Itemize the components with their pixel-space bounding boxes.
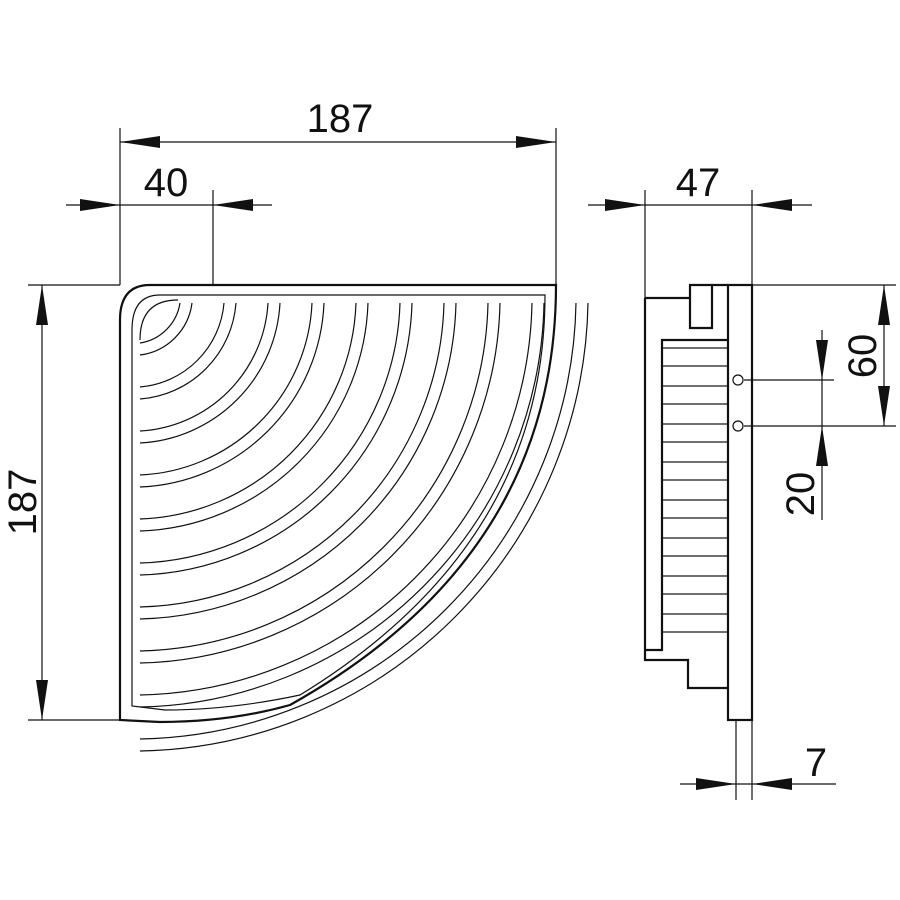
plan-slat-edge [139, 302, 313, 476]
dim-right-lower: 20 [744, 330, 834, 520]
plan-slat-edge [139, 302, 501, 664]
plan-slats [139, 302, 589, 752]
plan-slat-edge [139, 302, 237, 400]
dim-top-offset: 40 [66, 161, 272, 285]
plan-slat-edge [139, 302, 533, 696]
dim-side-depth: 47 [588, 161, 812, 298]
dim-bottom-thickness: 7 [680, 720, 836, 800]
plan-slat-edge [139, 302, 225, 388]
plan-corner-pad [139, 299, 179, 341]
dim-top-width: 187 [119, 97, 557, 285]
side-basket-rung [661, 499, 729, 519]
side-basket-rungs [661, 347, 729, 633]
plan-slat-edge [139, 302, 445, 608]
plan-slat-edge [139, 302, 357, 520]
plan-slat-edge [139, 302, 269, 432]
dim-side-depth-label: 47 [676, 161, 721, 205]
side-view [643, 283, 754, 722]
plan-slat-edge [139, 302, 545, 708]
dim-right-lower-label: 20 [779, 472, 823, 517]
side-basket-rung [661, 575, 729, 595]
side-hook [643, 283, 728, 650]
plan-slat-edge [139, 302, 413, 576]
plan-slat-edge [139, 302, 181, 344]
dim-right-upper: 60 [744, 284, 896, 427]
side-wall-plate [726, 283, 754, 722]
plan-slat-edge [139, 302, 577, 740]
side-basket-rung [661, 537, 729, 557]
side-basket-rung [661, 613, 729, 633]
dim-left-height: 187 [1, 284, 120, 721]
dim-right-upper-label: 60 [841, 334, 885, 379]
plan-slat-edge [139, 302, 193, 356]
plan-slat-edge [139, 302, 489, 652]
side-mount-hole-upper [732, 374, 744, 386]
plan-slat-edge [139, 302, 589, 752]
dim-left-height-label: 187 [1, 469, 45, 536]
plan-slat-edge [139, 302, 281, 444]
side-mount-hole-lower [732, 420, 744, 432]
side-basket-rung [661, 385, 729, 405]
plan-inner-rim [131, 294, 546, 711]
plan-view [118, 283, 589, 752]
side-basket-bottom [643, 650, 728, 690]
plan-slat-edge [139, 302, 369, 532]
plan-slat-edge [139, 302, 325, 488]
dim-top-offset-label: 40 [144, 161, 189, 205]
plan-outline [118, 283, 558, 724]
side-basket-rung [661, 347, 729, 367]
side-basket-front [645, 338, 728, 652]
dim-bottom-thickness-label: 7 [805, 741, 827, 785]
dim-top-width-label: 187 [307, 97, 374, 141]
plan-slat-edge [139, 302, 457, 620]
side-basket-rung [661, 423, 729, 443]
side-basket-rung [661, 461, 729, 481]
plan-slat-edge [139, 302, 401, 564]
